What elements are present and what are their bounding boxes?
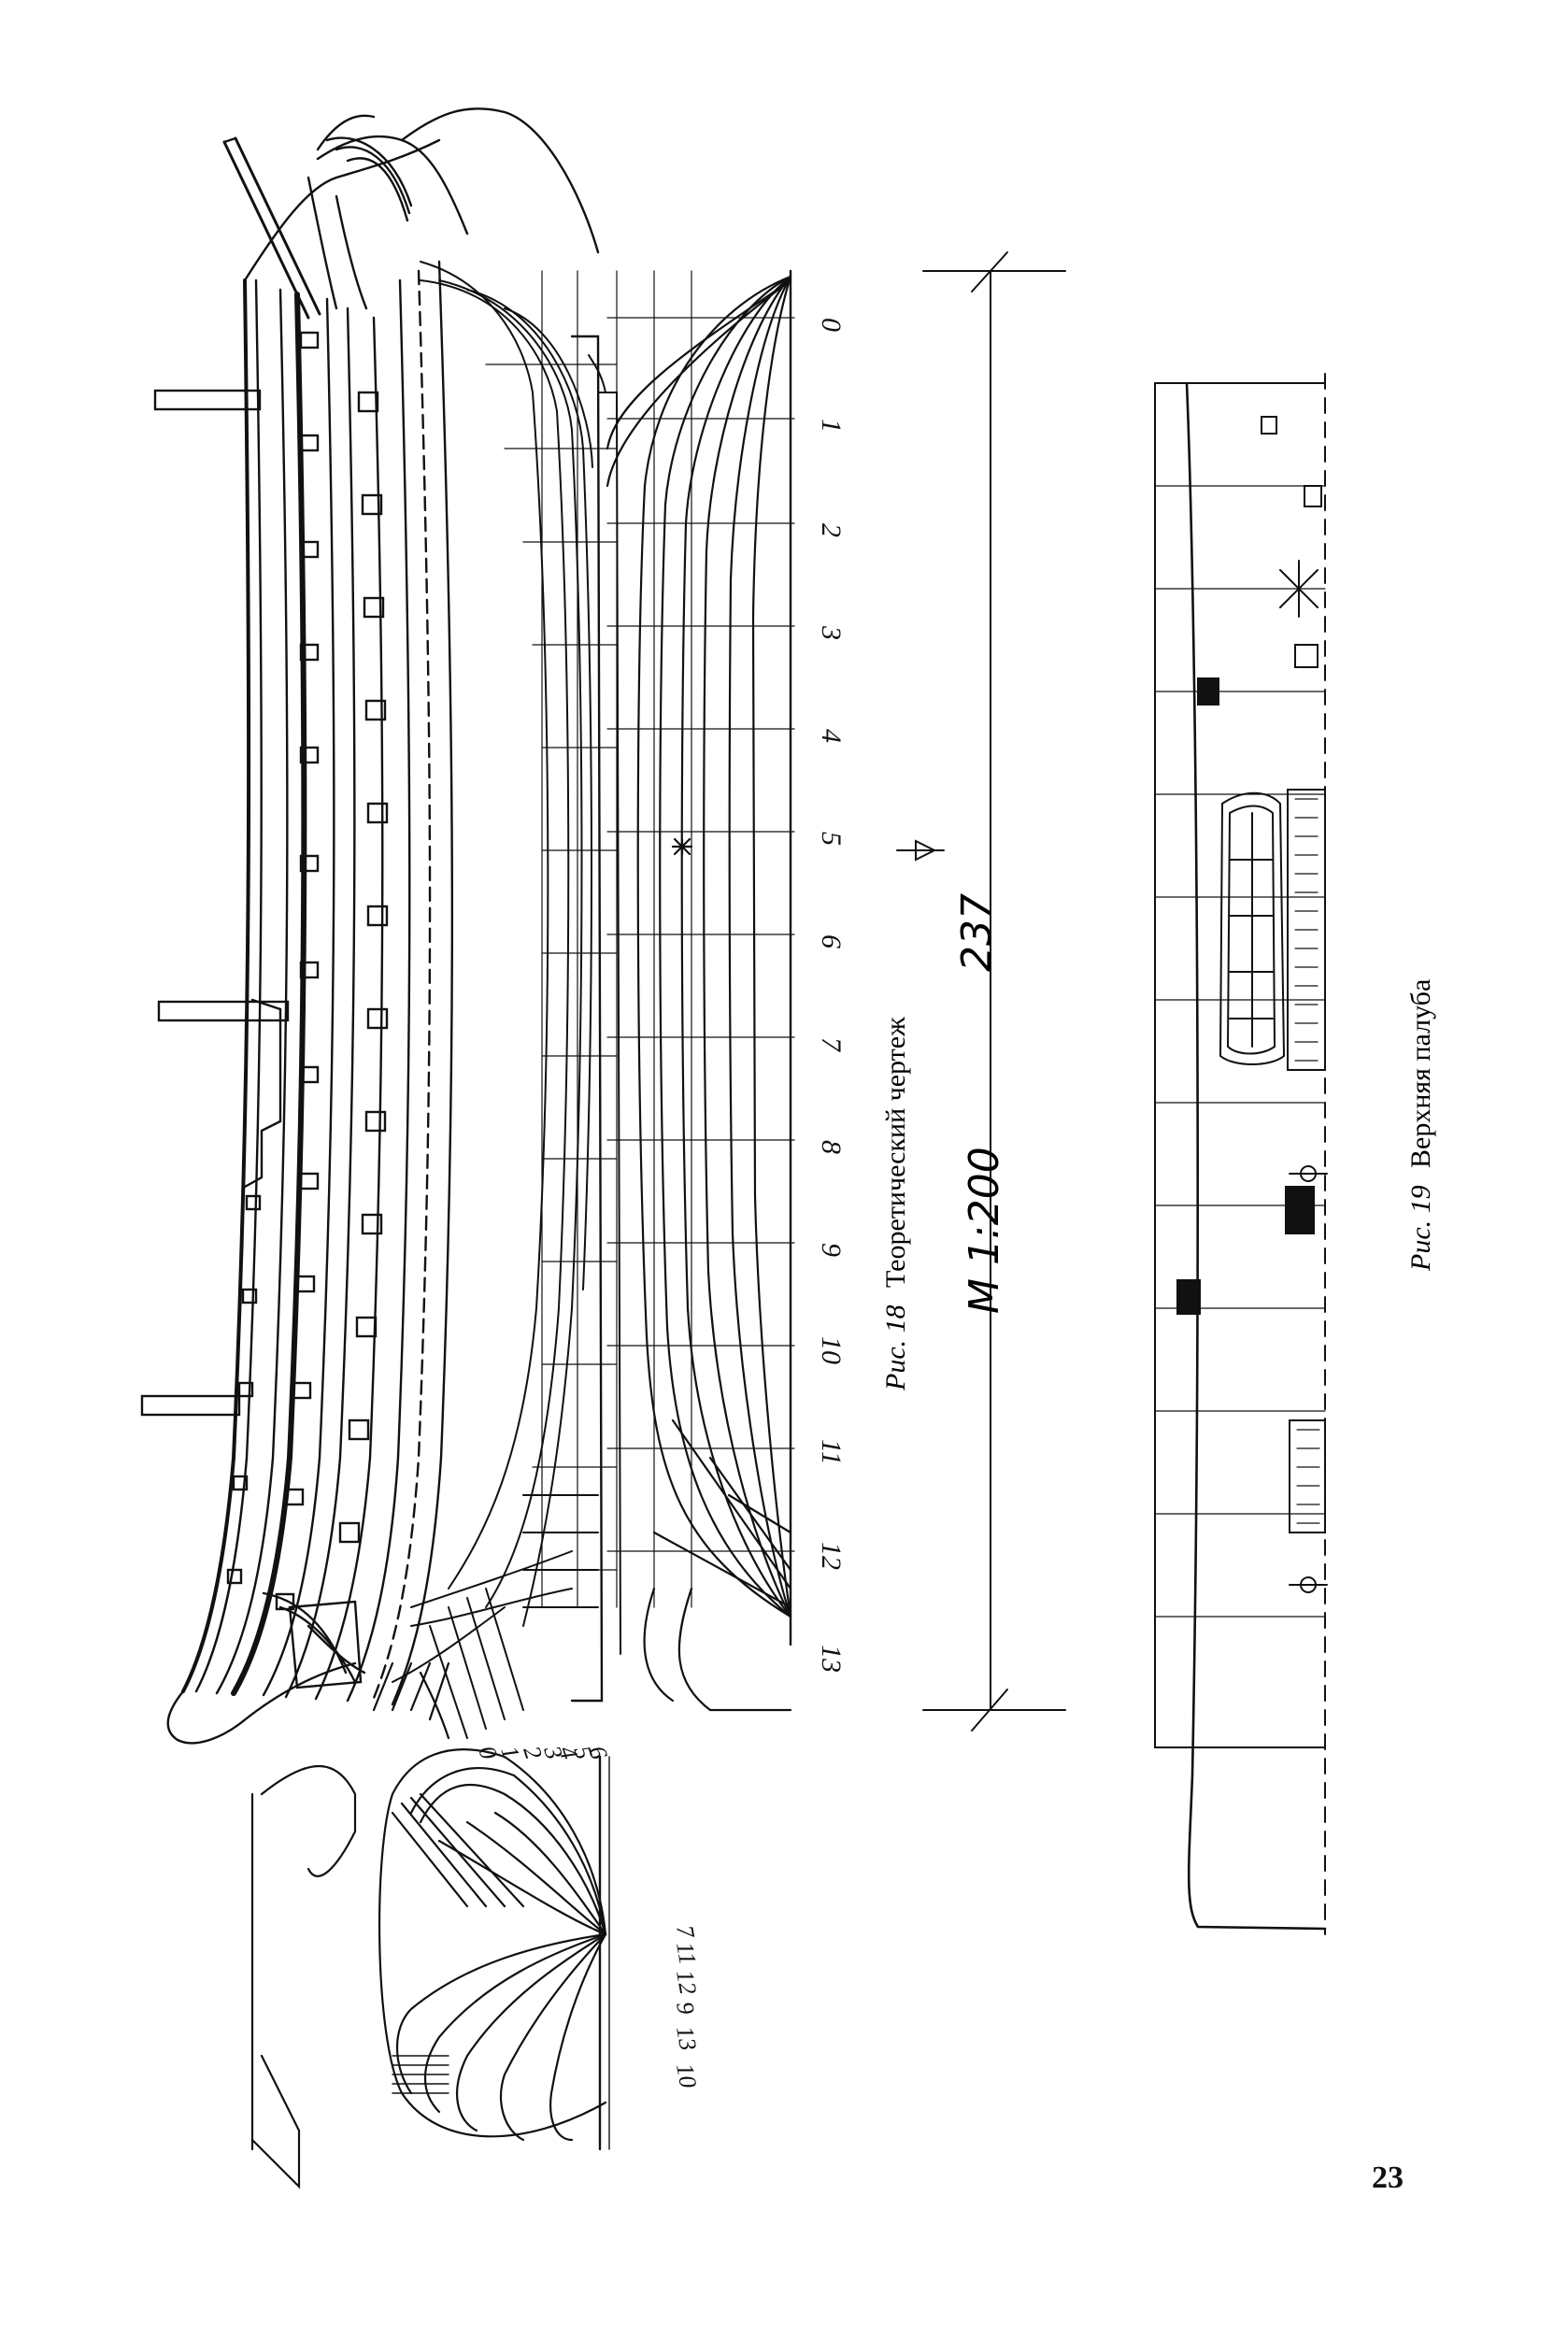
grid-lines — [485, 270, 692, 1608]
body-plan — [250, 1661, 610, 2189]
gun-ports — [226, 331, 389, 1611]
station-6: 6 — [816, 934, 847, 948]
station-2: 2 — [816, 523, 847, 537]
station-10: 10 — [816, 1336, 847, 1364]
upper-deck-plan — [1154, 373, 1328, 1935]
station-7: 7 — [816, 1037, 847, 1053]
midship-marker-icon — [896, 839, 945, 862]
bp-aft-10: 10 — [671, 2061, 702, 2090]
station-4: 4 — [816, 729, 847, 743]
station-9: 9 — [816, 1243, 847, 1257]
scale-label: M 1:200 — [961, 1147, 1008, 1314]
mast-stubs — [140, 389, 290, 1417]
figure-18-caption: Рис. 18 Теоретический чертеж — [880, 1017, 911, 1391]
station-1: 1 — [816, 419, 847, 433]
station-3: 3 — [816, 625, 847, 640]
station-numbers: 0 1 2 3 4 5 6 7 8 9 10 11 12 13 — [816, 318, 847, 1673]
dimension-value: 237 — [953, 893, 1001, 972]
fig18-caption-prefix: Рис. 18 — [880, 1304, 911, 1391]
station-13: 13 — [816, 1645, 847, 1673]
profile-lines — [392, 261, 621, 1739]
station-5: 5 — [816, 832, 847, 846]
station-11: 11 — [816, 1439, 847, 1465]
fig19-caption-text: Верхняя палуба — [1405, 979, 1436, 1168]
bp-aft-13: 13 — [671, 2024, 702, 2053]
half-breadth-plan — [606, 269, 795, 1712]
station-8: 8 — [816, 1140, 847, 1154]
dimension-line — [922, 251, 1066, 1732]
hull-profile — [166, 107, 600, 1745]
station-12: 12 — [816, 1542, 847, 1570]
station-0: 0 — [816, 318, 847, 332]
fig18-caption-text: Теоретический чертеж — [880, 1017, 911, 1288]
fig19-caption-prefix: Рис. 19 — [1405, 1185, 1436, 1272]
body-plan-labels: 0 1 2 3 4 5 6 10 13 9 12 11 7 — [473, 1742, 702, 2090]
bp-aft-9: 9 — [671, 2000, 700, 2017]
page-number: 23 — [1372, 2160, 1404, 2195]
hatch-grating — [1294, 798, 1320, 1524]
bp-aft-12: 12 — [671, 1968, 702, 1997]
bp-aft-11: 11 — [671, 1940, 702, 1967]
bp-aft-7: 7 — [671, 1923, 700, 1941]
figure-19-caption: Рис. 19 Верхняя палуба — [1405, 979, 1436, 1272]
